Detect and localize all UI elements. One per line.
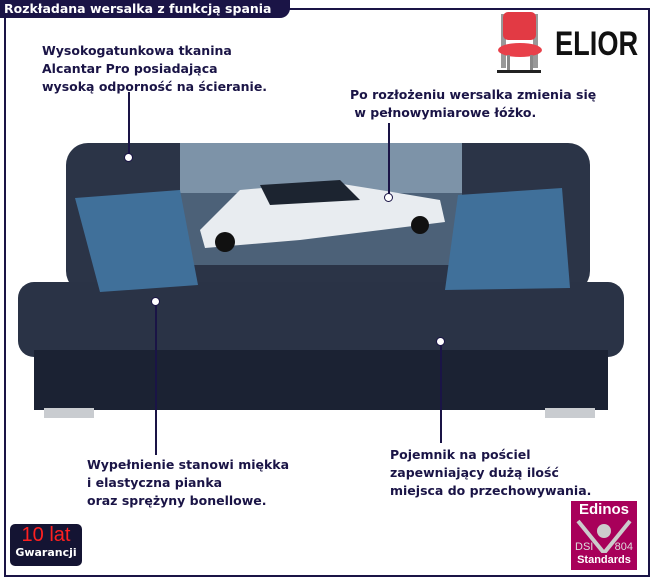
certificate-badge: Edinos DSI 804 Standards <box>571 501 637 570</box>
page-title: Rozkładana wersalka z funkcją spania <box>0 0 290 18</box>
warranty-label: Gwarancji <box>15 546 77 559</box>
note-filling: Wypełnienie stanowi miękka i elastyczna … <box>87 457 290 508</box>
chair-icon <box>497 12 542 73</box>
certificate-left: DSI <box>575 541 594 553</box>
certificate-emblem <box>576 519 632 553</box>
warranty-years: 10 lat <box>21 524 71 546</box>
callout-line <box>155 305 157 455</box>
callout-dot <box>151 297 160 306</box>
callout-line <box>440 345 442 443</box>
note-bed: Po rozłożeniu wersalka zmienia się w peł… <box>350 87 597 120</box>
note-fabric: Wysokogatunkowa tkanina Alcantar Pro pos… <box>42 43 268 94</box>
callout-dot <box>384 193 393 202</box>
callout-line <box>388 123 390 195</box>
frame-border <box>4 8 650 577</box>
certificate-name: Edinos <box>578 501 629 518</box>
callout-dot <box>124 153 133 162</box>
callout-dot <box>436 337 445 346</box>
note-storage: Pojemnik na pościel zapewniający dużą il… <box>390 447 592 498</box>
callout-line <box>128 92 130 154</box>
certificate-bottom: Standards <box>577 554 631 566</box>
brand-name: ELIOR <box>555 25 639 63</box>
certificate-right: 804 <box>614 541 633 553</box>
warranty-badge: 10 lat Gwarancji <box>10 524 82 566</box>
